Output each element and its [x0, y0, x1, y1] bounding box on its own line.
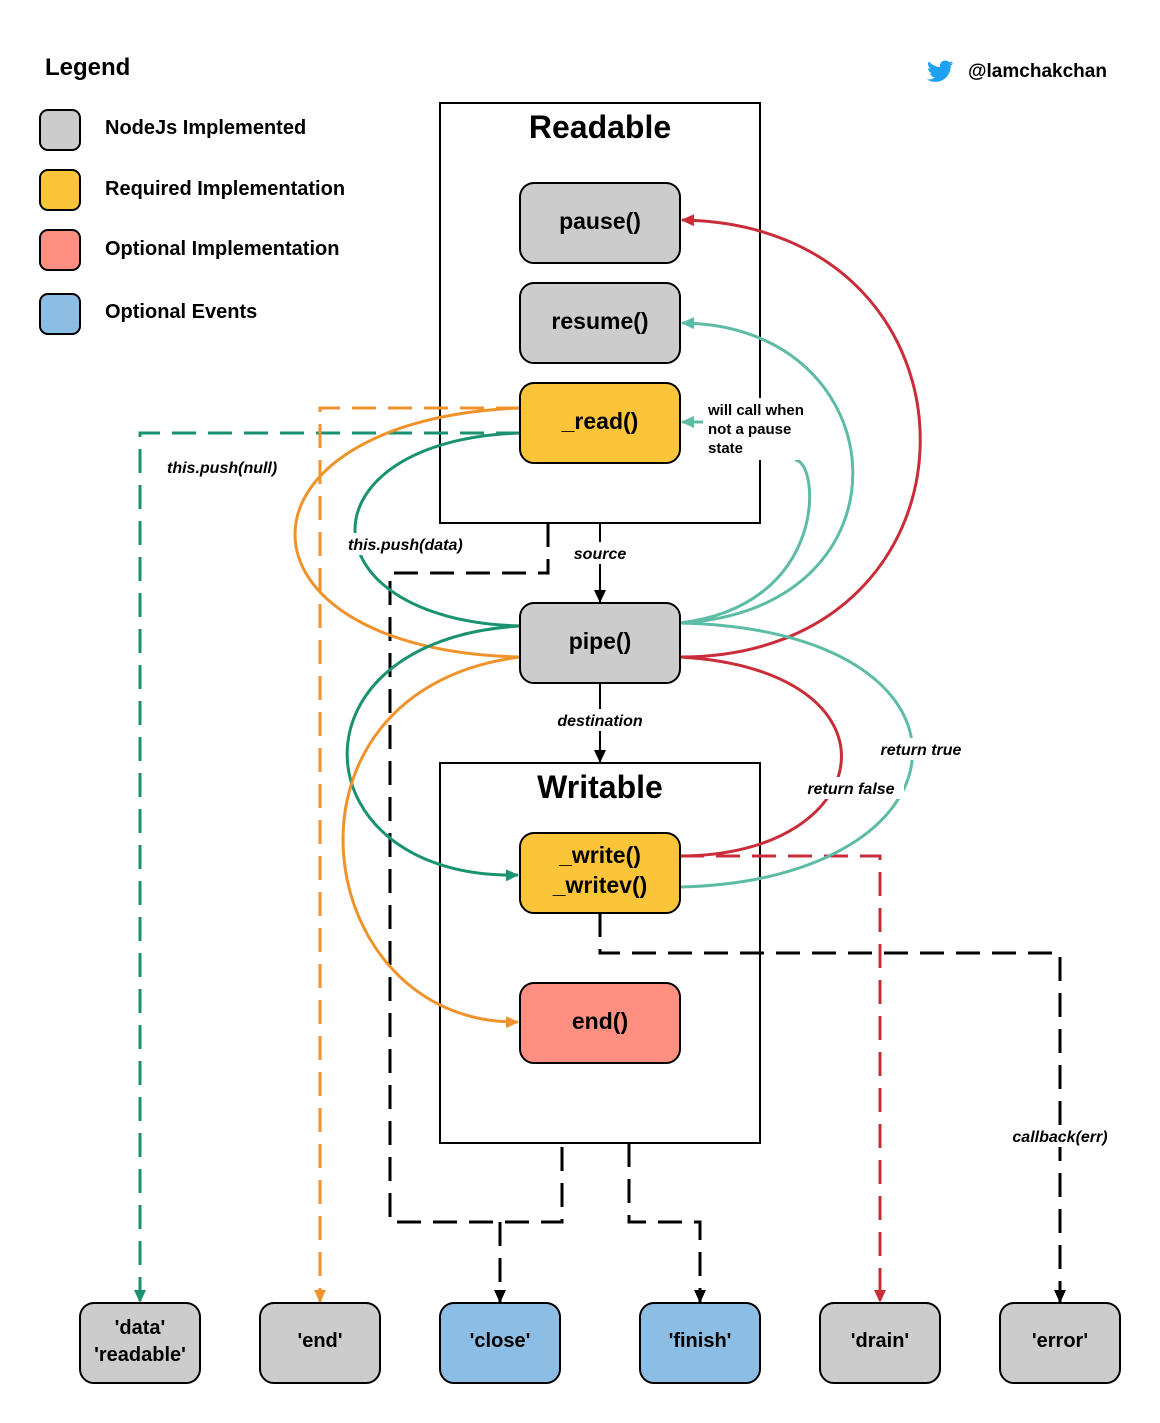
- close-connector-readable: [388, 523, 564, 1224]
- legend-item-nodejs: NodeJs Implemented: [39, 109, 306, 151]
- event-close: 'close': [439, 1302, 561, 1384]
- resume-method: resume(): [519, 282, 681, 364]
- legend-item-optional: Optional Implementation: [39, 229, 339, 271]
- pipe-method-box: [519, 602, 681, 684]
- push-data-label-bg: [345, 533, 480, 555]
- push-null-curve: [293, 406, 521, 659]
- read-method-box: [519, 382, 681, 464]
- return-true-label-bg: [872, 738, 970, 760]
- return-false-label-bg: [798, 777, 904, 799]
- callback-err-label: callback(err): [1012, 1129, 1107, 1146]
- legend: Legend NodeJs Implemented Required Imple…: [39, 54, 345, 335]
- push-data-curve: [353, 431, 521, 628]
- twitter-bird-icon: [927, 60, 954, 82]
- legend-label-required: Required Implementation: [105, 178, 345, 200]
- event-error-label: 'error': [1032, 1330, 1088, 1352]
- push-null-label: this.push(null): [167, 460, 277, 477]
- event-drain: 'drain': [819, 1302, 941, 1384]
- event-end: 'end': [259, 1302, 381, 1384]
- legend-swatch-required: [39, 169, 81, 211]
- event-data-readable-box: [79, 1302, 201, 1384]
- event-close-label: 'close': [470, 1330, 531, 1352]
- write-method-box: [519, 832, 681, 914]
- will-call-line2: not a pause: [708, 421, 791, 438]
- return-false-label: return false: [807, 781, 894, 798]
- event-close-box: [439, 1302, 561, 1384]
- end-method-box: [519, 982, 681, 1064]
- legend-swatch-nodejs: [39, 109, 81, 151]
- legend-swatch-optional: [39, 229, 81, 271]
- legend-item-required: Required Implementation: [39, 169, 345, 211]
- pipe-to-pause-curve: [679, 214, 922, 659]
- legend-title: Legend: [45, 54, 130, 81]
- end-method: end(): [519, 982, 681, 1064]
- source-label: source: [574, 546, 627, 563]
- pipe-to-write-curve: [345, 624, 521, 882]
- read-method-label: _read(): [561, 408, 639, 434]
- pipe-method: pipe(): [519, 602, 681, 684]
- legend-label-optional: Optional Implementation: [105, 238, 339, 260]
- will-call-label-bg: [703, 398, 811, 460]
- credit: @lamchakchan: [927, 60, 1107, 82]
- event-drain-label: 'drain': [851, 1330, 909, 1352]
- close-finish-connectors: [388, 523, 1066, 1303]
- write-method-label: _write(): [558, 842, 641, 868]
- event-readable-label: 'readable': [94, 1344, 186, 1366]
- pipe-method-label: pipe(): [569, 628, 632, 654]
- event-finish: 'finish': [639, 1302, 761, 1384]
- write-method: _write() _writev(): [519, 832, 681, 914]
- event-end-box: [259, 1302, 381, 1384]
- event-error: 'error': [999, 1302, 1121, 1384]
- end-event-connector: [314, 406, 520, 1303]
- writable-title: Writable: [537, 769, 663, 805]
- push-data-label: this.push(data): [348, 537, 463, 554]
- pipe-to-resume-curve: [679, 317, 855, 625]
- event-finish-box: [639, 1302, 761, 1384]
- return-true-label: return true: [881, 742, 962, 759]
- legend-item-events: Optional Events: [39, 293, 257, 335]
- source-label-bg: [565, 542, 635, 564]
- legend-label-events: Optional Events: [105, 301, 257, 323]
- event-data-readable: 'data' 'readable': [79, 1302, 201, 1384]
- return-false-curve: [679, 655, 843, 858]
- event-drain-box: [819, 1302, 941, 1384]
- drain-connector: [680, 854, 886, 1303]
- credit-handle: @lamchakchan: [968, 61, 1107, 82]
- readable-title: Readable: [529, 109, 671, 145]
- event-error-box: [999, 1302, 1121, 1384]
- event-end-label: 'end': [297, 1330, 342, 1352]
- callback-err-label-bg: [1004, 1125, 1116, 1147]
- read-method: _read(): [519, 382, 681, 464]
- legend-swatch-events: [39, 293, 81, 335]
- writev-method-label: _writev(): [552, 872, 648, 898]
- resume-method-box: [519, 282, 681, 364]
- will-call-line3: state: [708, 440, 743, 457]
- error-connector: [598, 913, 1066, 1303]
- event-data-label: 'data': [115, 1317, 166, 1339]
- pause-method-label: pause(): [559, 208, 641, 234]
- pipe-to-read-curve: [679, 458, 812, 625]
- will-call-line1: will call when: [707, 402, 804, 419]
- end-method-label: end(): [572, 1008, 628, 1034]
- pause-method: pause(): [519, 182, 681, 264]
- pause-method-box: [519, 182, 681, 264]
- legend-label-nodejs: NodeJs Implemented: [105, 117, 306, 139]
- destination-label: destination: [557, 713, 643, 730]
- event-finish-label: 'finish': [669, 1330, 732, 1352]
- resume-method-label: resume(): [551, 308, 648, 334]
- data-readable-connector: [134, 431, 520, 1303]
- destination-label-bg: [548, 709, 652, 731]
- finish-connector: [627, 1143, 706, 1303]
- pipe-to-end-curve: [341, 655, 521, 1029]
